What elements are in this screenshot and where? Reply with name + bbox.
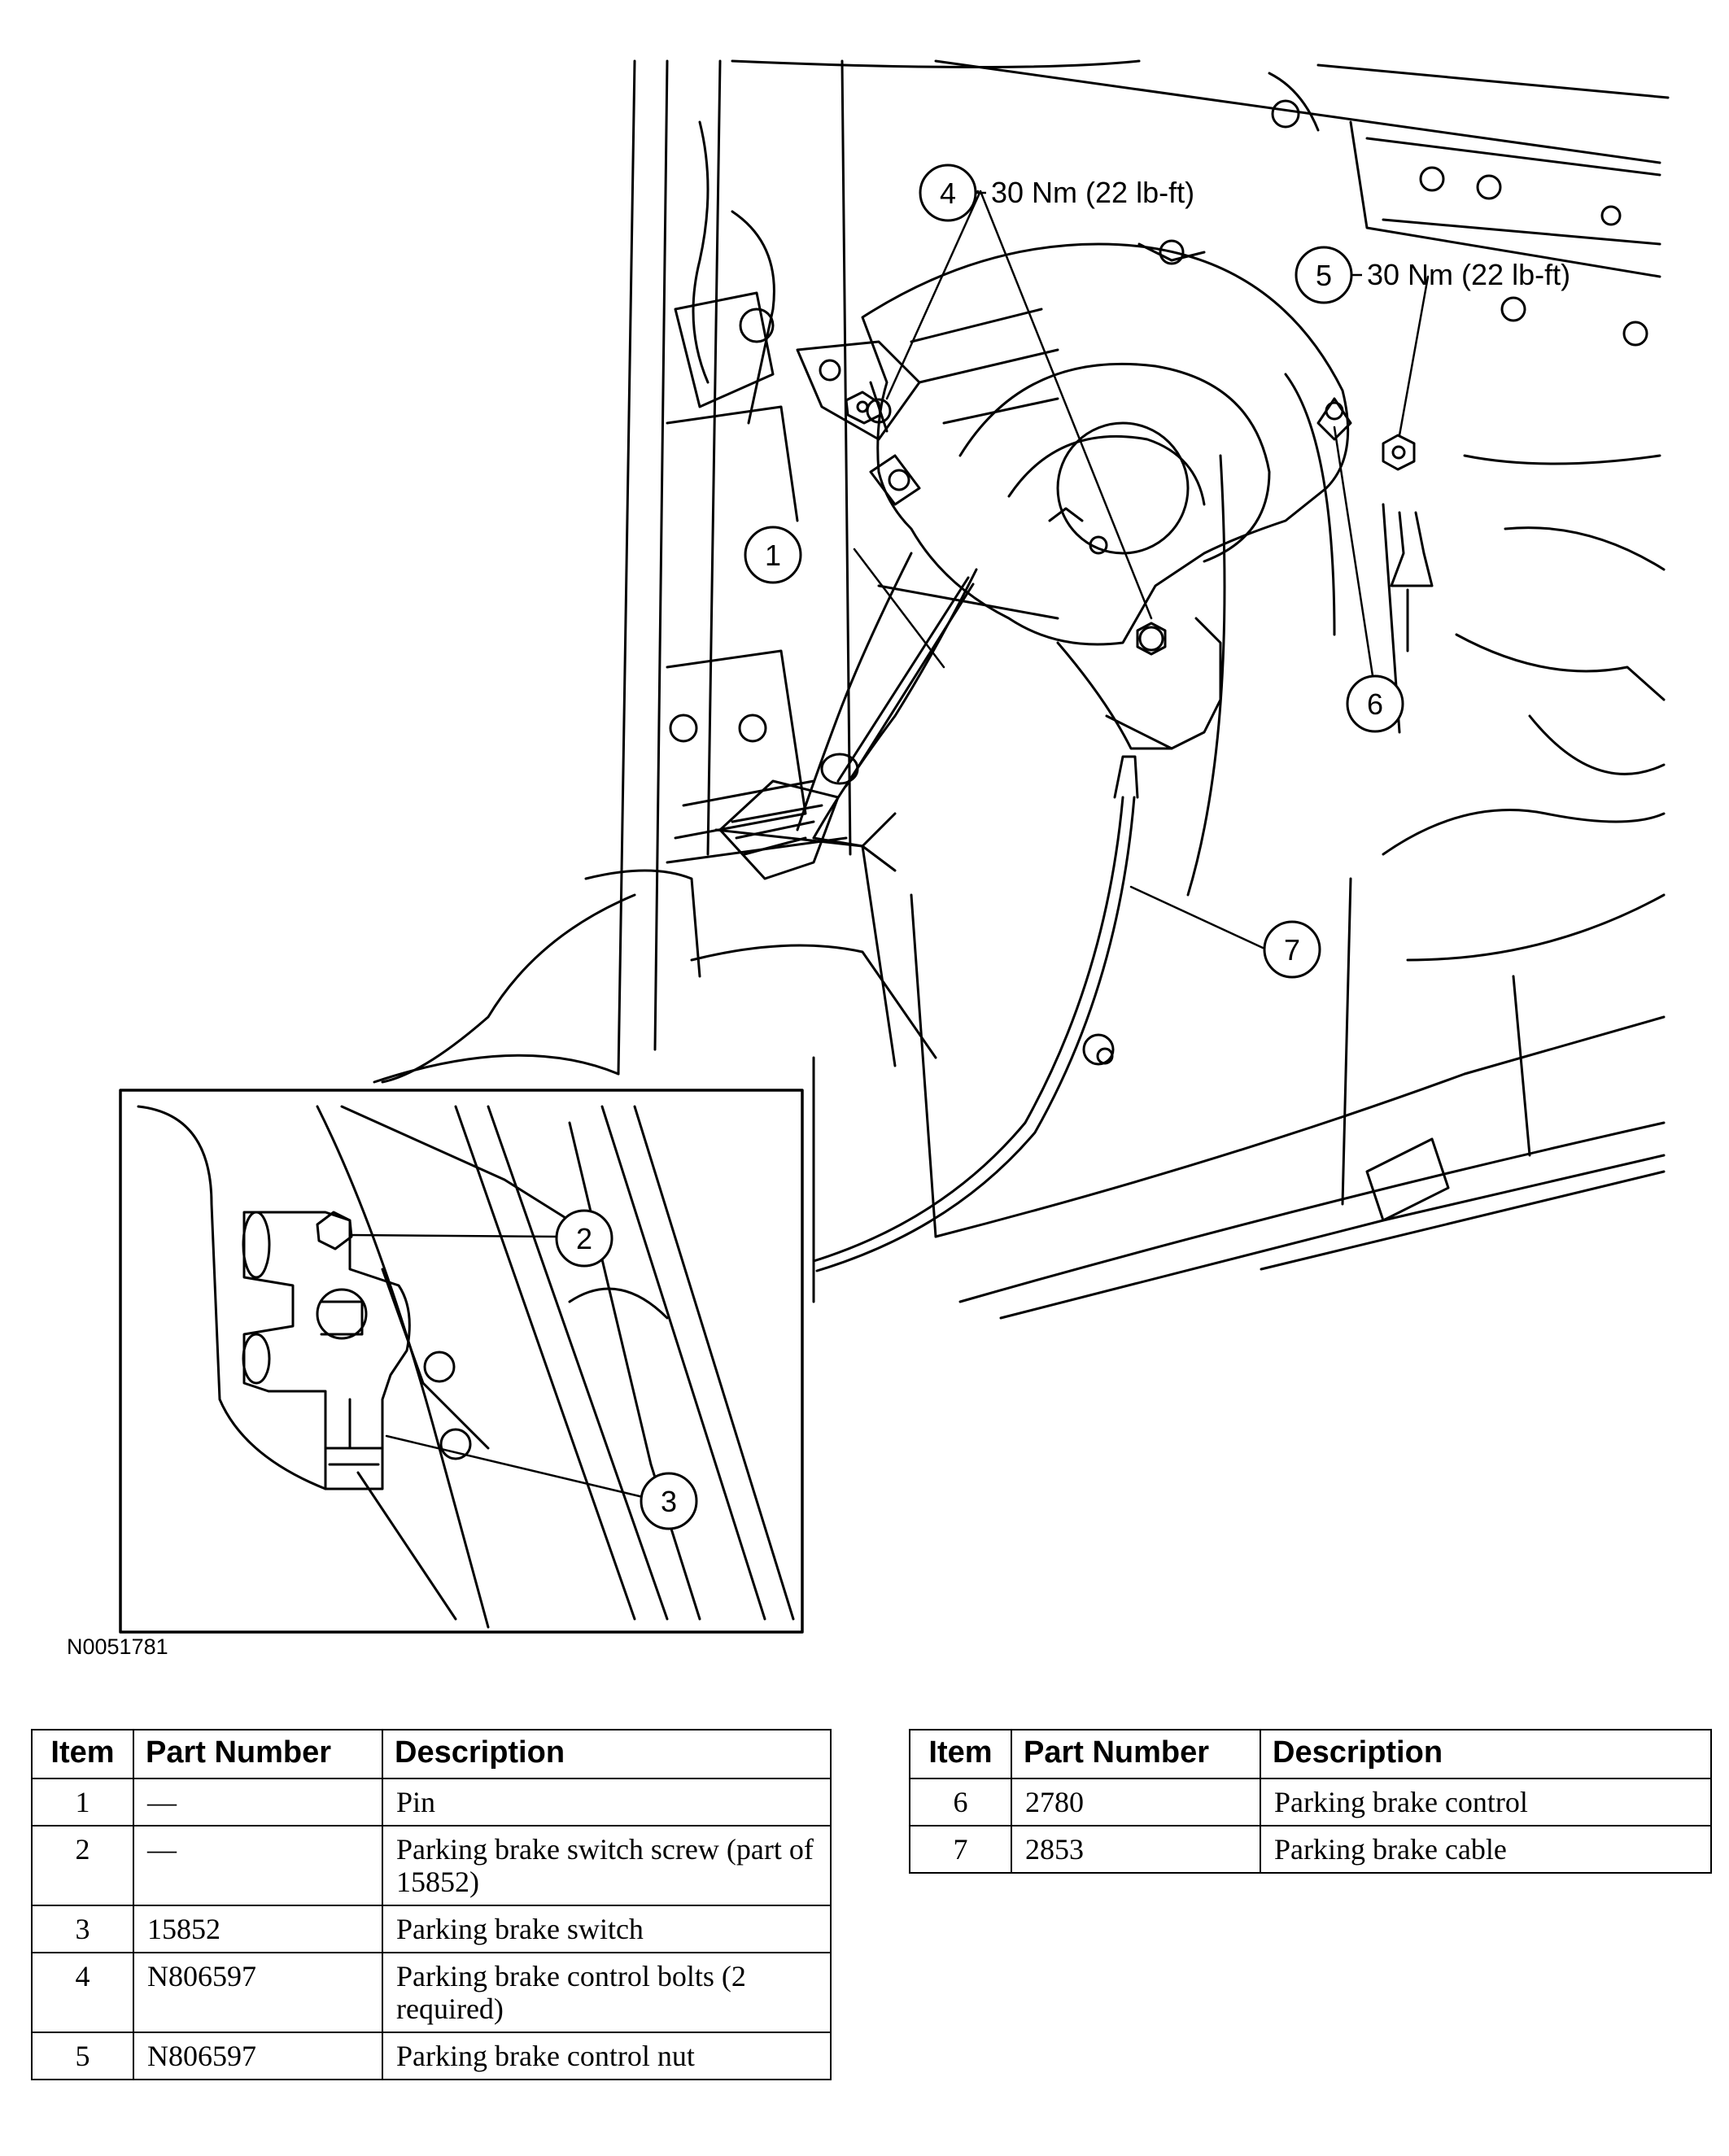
torque-label-4: 30 Nm (22 lb-ft) xyxy=(991,176,1194,209)
table-header-row: Item Part Number Description xyxy=(909,1729,1712,1779)
switch-screw xyxy=(316,1211,353,1250)
inset-detail xyxy=(119,1089,804,1634)
svg-text:6: 6 xyxy=(1367,687,1383,721)
header-part-number: Part Number xyxy=(133,1729,383,1779)
cell-part-number: 15852 xyxy=(133,1905,383,1953)
cell-description: Parking brake control xyxy=(1260,1778,1712,1826)
control-bolt-lower xyxy=(1136,622,1167,656)
header-part-number: Part Number xyxy=(1011,1729,1261,1779)
table-row: 7 2853 Parking brake cable xyxy=(909,1825,1712,1874)
cell-description: Parking brake cable xyxy=(1260,1825,1712,1874)
svg-text:3: 3 xyxy=(661,1485,677,1518)
cell-item: 3 xyxy=(31,1905,134,1953)
cell-part-number: N806597 xyxy=(133,2032,383,2080)
parking-brake-control xyxy=(718,239,1352,880)
cell-description: Parking brake switch xyxy=(382,1905,832,1953)
parking-brake-illustration: 1 2 3 4 5 6 7 30 Nm (22 lb-ft) 30 Nm (22… xyxy=(119,59,1670,1634)
cell-part-number: 2780 xyxy=(1011,1778,1261,1826)
cell-description: Pin xyxy=(382,1778,832,1826)
control-nut xyxy=(1382,434,1416,471)
svg-text:7: 7 xyxy=(1284,933,1300,967)
figure-id: N0051781 xyxy=(67,1634,168,1659)
parking-brake-switch xyxy=(242,1211,411,1490)
mounting-stud xyxy=(1390,511,1434,652)
parts-table-right: Item Part Number Description 6 2780 Park… xyxy=(909,1729,1712,1874)
cell-item: 4 xyxy=(31,1952,134,2033)
cell-item: 7 xyxy=(909,1825,1012,1874)
callout-5: 5 xyxy=(1295,246,1362,304)
callout-3: 3 xyxy=(640,1472,698,1530)
table-row: 3 15852 Parking brake switch xyxy=(31,1905,832,1953)
table-row: 4 N806597 Parking brake control bolts (2… xyxy=(31,1952,832,2033)
cell-item: 2 xyxy=(31,1825,134,1906)
cell-part-number: — xyxy=(133,1825,383,1906)
cell-description: Parking brake control bolts (2 required) xyxy=(382,1952,832,2033)
table-row: 5 N806597 Parking brake control nut xyxy=(31,2032,832,2080)
table-header-row: Item Part Number Description xyxy=(31,1729,832,1779)
callout-7: 7 xyxy=(1263,920,1321,979)
cell-part-number: N806597 xyxy=(133,1952,383,2033)
parts-table-left: Item Part Number Description 1 — Pin 2 —… xyxy=(31,1729,832,2080)
header-description: Description xyxy=(382,1729,832,1779)
torque-label-5: 30 Nm (22 lb-ft) xyxy=(1367,258,1570,291)
cell-part-number: — xyxy=(133,1778,383,1826)
callout-6: 6 xyxy=(1346,674,1404,733)
table-row: 2 — Parking brake switch screw (part of … xyxy=(31,1825,832,1906)
leader-lines xyxy=(348,190,1430,1499)
svg-text:5: 5 xyxy=(1316,259,1332,292)
cell-description: Parking brake control nut xyxy=(382,2032,832,2080)
control-bolt-upper xyxy=(845,391,882,425)
svg-text:1: 1 xyxy=(765,539,781,572)
cell-description: Parking brake switch screw (part of 1585… xyxy=(382,1825,832,1906)
vehicle-structure xyxy=(373,59,1670,1320)
table-row: 6 2780 Parking brake control xyxy=(909,1778,1712,1826)
header-item: Item xyxy=(909,1729,1012,1779)
cell-item: 1 xyxy=(31,1778,134,1826)
svg-text:2: 2 xyxy=(576,1222,592,1255)
parking-brake-cable xyxy=(812,755,1139,1272)
header-item: Item xyxy=(31,1729,134,1779)
svg-text:4: 4 xyxy=(940,177,956,210)
callout-4: 4 xyxy=(919,164,986,222)
cell-item: 5 xyxy=(31,2032,134,2080)
callout-2: 2 xyxy=(555,1209,613,1268)
table-row: 1 — Pin xyxy=(31,1778,832,1826)
cell-part-number: 2853 xyxy=(1011,1825,1261,1874)
header-description: Description xyxy=(1260,1729,1712,1779)
callout-1: 1 xyxy=(744,526,802,584)
cell-item: 6 xyxy=(909,1778,1012,1826)
